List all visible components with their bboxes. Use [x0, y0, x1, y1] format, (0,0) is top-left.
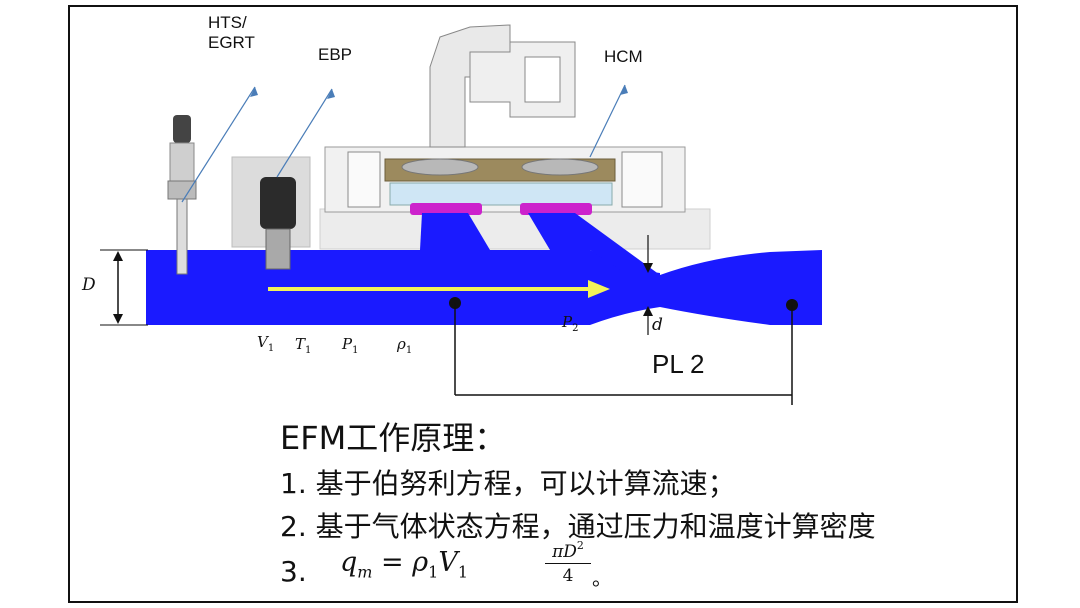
formula-fraction: πD2 4: [545, 539, 591, 586]
formula-rho: ρ: [412, 547, 429, 578]
dim-d-lower-arrow-top: [643, 263, 653, 273]
formula-q-sub: m: [357, 562, 373, 582]
dim-d-lower-arrow-bottom: [643, 306, 653, 316]
hcm-sensor-right: [521, 158, 599, 176]
hts-leader-head: [250, 87, 258, 97]
formula-rho-sub: 1: [428, 562, 439, 582]
hts-leader: [181, 86, 256, 203]
hts-sensor-body: [169, 142, 195, 182]
label-v1-sub: 1: [267, 343, 275, 354]
label-pl2: PL 2: [652, 349, 705, 379]
figure-frame: HTS/ EGRT EBP HCM D d V1 T1 P1 ρ1 P2 PL …: [68, 5, 1018, 603]
ebp-sensor-thread: [265, 228, 291, 270]
formula-equals: =: [372, 547, 413, 578]
label-rho1-symbol: ρ: [397, 335, 406, 353]
mass-flow-formula: qm = ρ1V1: [340, 547, 468, 581]
hcm-leader-head: [620, 85, 628, 95]
formula-fraction-denominator: 4: [562, 566, 574, 586]
label-t1-sub: 1: [305, 345, 312, 356]
label-rho1-sub: 1: [405, 345, 413, 356]
hcm-plug-slot: [524, 56, 561, 103]
hcm-chamber-left: [347, 151, 381, 208]
label-egrt: EGRT: [208, 33, 255, 52]
hcm-leader: [589, 84, 626, 158]
hts-sensor-probe: [176, 198, 188, 275]
formula-q: q: [340, 547, 358, 578]
label-p1-sub: 1: [352, 345, 359, 356]
formula-v-sub: 1: [457, 562, 469, 582]
gasket-right: [520, 203, 592, 215]
principle-item-3-number: 3.: [280, 555, 307, 588]
tap-left: [420, 213, 490, 250]
hcm-sensor-left: [401, 158, 479, 176]
label-hts: HTS/: [208, 13, 247, 32]
housing-base: [319, 208, 711, 250]
label-diameter-upper: D: [82, 275, 96, 295]
principle-item-1: 1. 基于伯努利方程，可以计算流速；: [280, 467, 736, 500]
principle-item-2: 2. 基于气体状态方程，通过压力和温度计算密度: [280, 510, 876, 543]
label-rho1: ρ1: [397, 335, 412, 356]
formula-v: V: [438, 547, 458, 578]
flow-arrow-head: [588, 280, 610, 298]
label-v1: V1: [257, 333, 274, 354]
hts-sensor-head: [173, 115, 191, 143]
label-ebp: EBP: [318, 45, 353, 64]
ebp-leader: [276, 88, 333, 178]
hcm-chamber-right: [621, 151, 663, 208]
formula-period: 。: [592, 566, 612, 590]
ebp-leader-head: [327, 89, 335, 99]
hts-sensor-nut: [167, 180, 197, 200]
label-hcm: HCM: [604, 47, 643, 66]
label-p1: P1: [342, 335, 358, 356]
label-diameter-lower: d: [652, 315, 663, 335]
dim-d-upper-arrow-top: [113, 251, 123, 261]
hcm-cavity: [389, 182, 613, 206]
formula-fraction-exponent: 2: [576, 539, 584, 552]
tap-right: [528, 213, 660, 275]
dim-d-upper-arrow-bottom: [113, 314, 123, 324]
ebp-sensor-body: [260, 177, 296, 229]
label-p2-sub: 2: [572, 323, 579, 334]
principle-title: EFM工作原理：: [280, 419, 507, 457]
efm-schematic: [100, 24, 822, 405]
formula-fraction-numerator: πD2: [545, 539, 591, 564]
formula-fraction-numerator-text: πD: [552, 542, 577, 562]
gasket-left: [410, 203, 482, 215]
label-p1-symbol: P: [342, 335, 353, 353]
label-v1-symbol: V: [257, 333, 268, 351]
label-p2-symbol: P: [562, 313, 573, 331]
label-t1: T1: [295, 335, 311, 356]
label-t1-symbol: T: [295, 335, 306, 353]
label-p2: P2: [562, 313, 578, 334]
